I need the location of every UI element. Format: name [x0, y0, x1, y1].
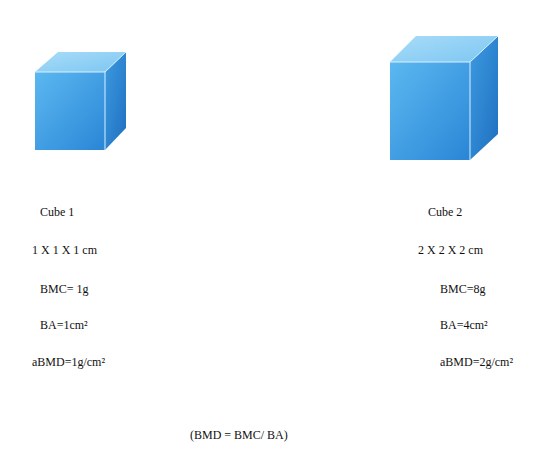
areal-density: aBMD=1g/cm²: [32, 355, 105, 369]
cube-name: Cube 1: [40, 205, 74, 219]
areal-density: aBMD=2g/cm²: [440, 355, 513, 369]
dimension: 1 X 1 X 1 cm: [32, 243, 97, 257]
bone-mineral-content: BMC=8g: [440, 282, 485, 296]
bone-area: BA=1cm²: [40, 318, 88, 332]
dimension: 2 X 2 X 2 cm: [418, 243, 483, 257]
cube-name: Cube 2: [428, 205, 462, 219]
bone-mineral-content: BMC= 1g: [40, 282, 88, 296]
large-cube: [390, 36, 498, 160]
formula-note: (BMD = BMC/ BA): [190, 428, 288, 442]
small-cube: [35, 52, 126, 150]
bone-area: BA=4cm²: [440, 318, 488, 332]
